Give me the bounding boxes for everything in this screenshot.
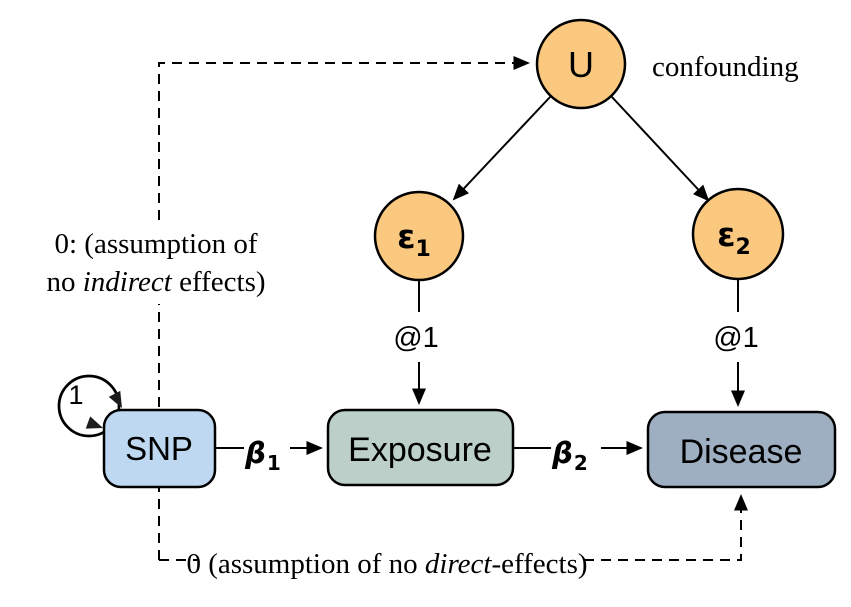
direct-text-mask — [197, 547, 577, 585]
confounding-annotation: confounding — [652, 51, 799, 83]
snp-variance-loop — [57, 374, 121, 438]
disease-node — [646, 410, 837, 489]
snp-label: SNP — [125, 430, 193, 467]
variance-loop-arrowheads — [85, 390, 122, 429]
beta2-label: β2 — [551, 436, 588, 475]
no-indirect-effects-line2: no indirect effects) — [46, 266, 265, 298]
loading-exposure-label: @1 — [393, 322, 439, 354]
no-direct-effects-label: 0 (assumption of no direct-effects) — [186, 548, 587, 580]
error2-node — [691, 187, 785, 281]
loop-arrowhead-left — [85, 416, 103, 429]
loop-arrowhead-top — [108, 390, 122, 408]
snp-node — [102, 408, 217, 489]
indirect-text-mask — [20, 220, 292, 304]
no-direct-start: 0 (assumption of no — [186, 548, 424, 580]
beta2-subscript: 2 — [574, 451, 588, 475]
no-indirect-line2-end: effects) — [172, 266, 266, 298]
confounder-label: U — [568, 44, 594, 85]
error1-subscript: 1 — [416, 237, 431, 262]
snp-variance-label: 1 — [68, 380, 83, 410]
exposure-node — [326, 408, 515, 487]
no-direct-italic: direct — [425, 548, 493, 580]
no-indirect-line2-start: no — [46, 266, 82, 298]
error2-label: ε2 — [717, 215, 751, 260]
no-indirect-effects-dashed-arrow — [158, 56, 530, 560]
loading-disease-label: @1 — [713, 322, 759, 354]
error1-symbol: ε — [397, 217, 415, 256]
beta1-subscript: 1 — [267, 451, 281, 475]
u-to-error1-arrow — [452, 95, 552, 201]
beta1-symbol: β — [244, 436, 266, 470]
beta1-label: β1 — [244, 436, 281, 475]
solid-edges — [215, 95, 745, 455]
error2-symbol: ε — [717, 215, 735, 254]
disease-label: Disease — [680, 433, 803, 471]
no-indirect-effects-line1: 0: (assumption of — [55, 228, 258, 260]
confounder-node — [535, 18, 627, 110]
error1-node — [373, 190, 465, 282]
exposure-label: Exposure — [348, 431, 492, 469]
error1-label: ε1 — [397, 217, 431, 262]
node-shapes — [102, 18, 837, 489]
no-indirect-line2-italic: indirect — [83, 266, 173, 298]
error2-subscript: 2 — [736, 235, 751, 260]
u-to-error2-arrow — [610, 95, 710, 202]
no-direct-end: -effects) — [491, 548, 587, 580]
beta2-symbol: β — [551, 436, 573, 470]
